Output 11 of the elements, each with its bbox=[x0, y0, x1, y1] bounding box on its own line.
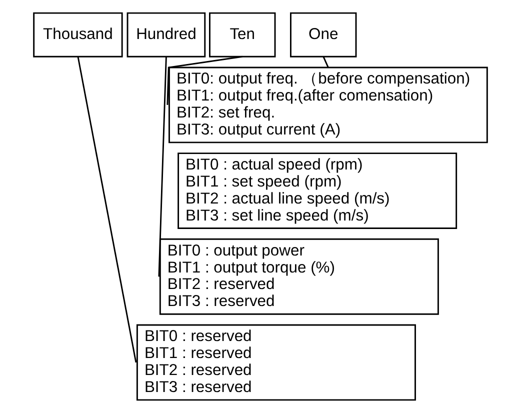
node-box: BIT0 : output power BIT1 : output torque (%) BIT2 : reserved BIT3 : reserved bbox=[158, 238, 438, 315]
connector bbox=[158, 56, 166, 277]
node-box: BIT0 : reserved BIT1 : reserved BIT2 : reserved BIT3 : reserved bbox=[136, 324, 416, 401]
node-box: One bbox=[290, 12, 356, 58]
node-box: Thousand bbox=[32, 12, 122, 58]
node-box: Ten bbox=[208, 12, 276, 58]
node-box: BIT0 : actual speed (rpm) BIT1 : set speed (rpm) BIT2 : actual line speed (m/s) BIT3 : set line speed (m/s) bbox=[177, 152, 457, 229]
node-box: Hundred bbox=[126, 12, 206, 58]
connector bbox=[76, 56, 136, 363]
connector bbox=[322, 56, 328, 68]
node-box: BIT0: output freq. （before compensation) BIT1: output freq.(after comensation) BIT2: set freq. BIT3: output current (A) bbox=[168, 66, 488, 144]
